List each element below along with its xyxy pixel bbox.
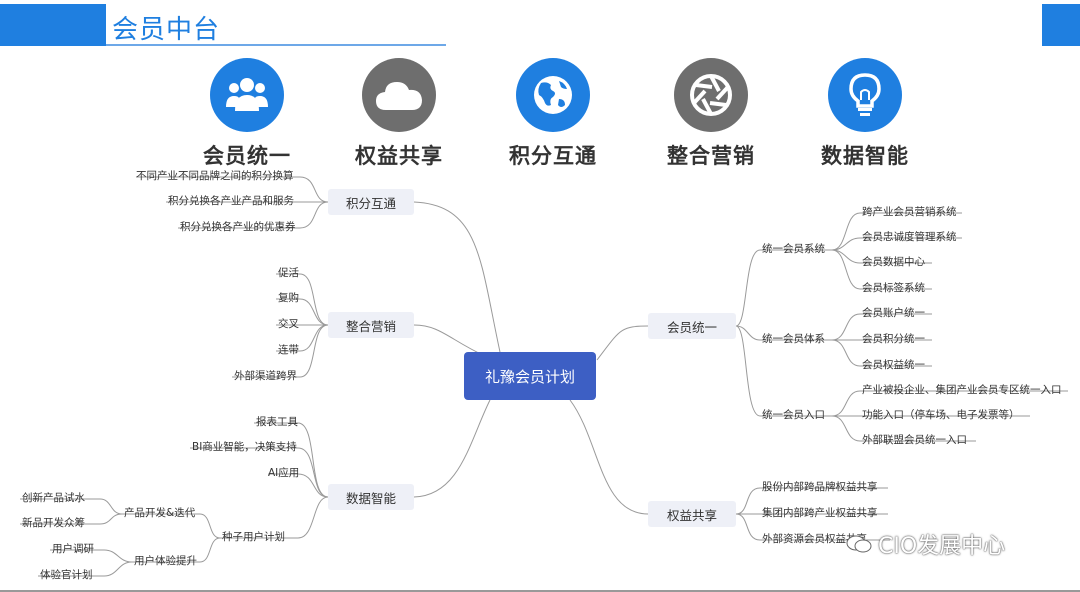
leaf-item: BI商业智能，决策支持 [192,441,297,453]
leaf-item: 会员忠诚度管理系统 [862,231,957,243]
leaf-item: 创新产品试水 [22,492,85,504]
feature-data-intelligence: 数据智能 [800,58,930,170]
leaf-item: 外部渠道跨界 [234,370,297,382]
leaf-item: AI应用 [268,467,300,479]
leaf-item: 统一会员系统 [762,243,825,255]
leaf-item: 统一会员入口 [762,409,825,421]
leaf-item: 促活 [278,267,299,279]
leaf-item: 用户体验提升 [134,555,197,567]
watermark-text: CIO发展中心 [878,534,1006,559]
feature-points-exchange: 积分互通 [488,58,618,170]
leaf-item: 会员数据中心 [862,256,925,268]
leaf-item: 交叉 [278,318,299,330]
feature-label: 数据智能 [821,144,909,168]
leaf-item: 连带 [278,344,299,356]
leaf-item: 外部资源会员权益共享 [762,533,867,545]
feature-label: 积分互通 [509,144,597,168]
lightbulb-icon [828,58,902,132]
leaf-item: 股份内部跨品牌权益共享 [762,481,878,493]
leaf-item: 体验官计划 [40,569,93,581]
mindmap-root: 礼豫会员计划 [464,352,596,400]
leaf-item: 集团内部跨产业权益共享 [762,507,878,519]
leaf-item: 产业被投企业、集团产业会员专区统一入口 [862,384,1062,396]
leaf-item: 积分兑换各产业产品和服务 [168,195,294,207]
users-icon [210,58,284,132]
leaf-item: 积分兑换各产业的优惠券 [180,221,296,233]
leaf-item: 会员标签系统 [862,282,925,294]
wechat-icon [846,535,872,553]
page-title: 会员中台 [112,15,221,45]
leaf-item: 跨产业会员营销系统 [862,206,957,218]
header-underline [106,44,446,46]
branch-integrated-marketing: 整合营销 [328,312,414,338]
leaf-item: 种子用户计划 [222,531,285,543]
leaf-item: 会员权益统一 [862,359,925,371]
feature-rights-sharing: 权益共享 [334,58,464,170]
leaf-item: 会员积分统一 [862,333,925,345]
bottom-divider [0,590,1080,592]
branch-points-exchange: 积分互通 [328,189,414,215]
watermark: CIO发展中心 [846,528,1005,560]
header-accent-bar-right [1042,4,1080,46]
leaf-item: 用户调研 [52,543,94,555]
leaf-item: 外部联盟会员统一入口 [862,434,967,446]
leaf-item: 报表工具 [256,416,298,428]
header-accent-bar-left [0,4,106,46]
leaf-item: 会员账户统一 [862,307,925,319]
branch-data-intelligence: 数据智能 [328,484,414,510]
leaf-item: 产品开发&迭代 [124,507,196,519]
globe-icon [516,58,590,132]
cloud-icon [362,58,436,132]
leaf-item: 复购 [278,292,299,304]
feature-label: 权益共享 [355,144,443,168]
branch-unified-members: 会员统一 [648,313,736,339]
leaf-item: 不同产业不同品牌之间的积分换算 [136,170,294,182]
leaf-item: 新品开发众筹 [22,517,85,529]
feature-label: 会员统一 [203,144,291,168]
leaf-item: 功能入口（停车场、电子发票等） [862,409,1020,421]
feature-label: 整合营销 [667,144,755,168]
feature-unified-members: 会员统一 [182,58,312,170]
branch-rights-sharing: 权益共享 [648,501,736,527]
aperture-icon [674,58,748,132]
leaf-item: 统一会员体系 [762,333,825,345]
feature-integrated-marketing: 整合营销 [646,58,776,170]
